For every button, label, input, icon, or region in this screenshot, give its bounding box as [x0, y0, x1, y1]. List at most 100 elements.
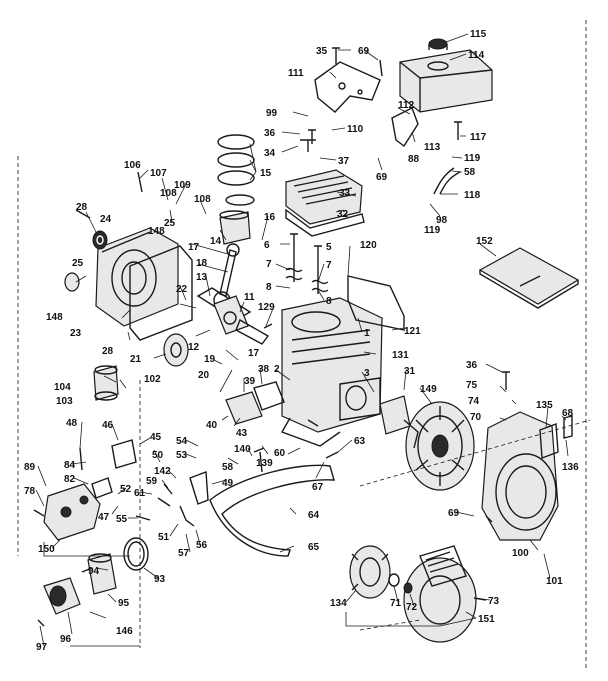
crankcase-cover	[95, 227, 179, 327]
blower-shroud-plate	[209, 464, 335, 557]
label-75: 75	[466, 380, 478, 391]
label-45: 45	[150, 432, 162, 443]
label-89: 89	[24, 462, 36, 473]
label-94: 94	[88, 566, 100, 577]
cylinder-head	[285, 169, 365, 237]
fuel-tank	[399, 38, 493, 113]
label-16: 16	[264, 212, 276, 223]
label-55: 55	[116, 514, 128, 525]
cover-gasket	[129, 245, 193, 341]
label-97: 97	[36, 642, 48, 653]
label-37-top: 37	[338, 156, 350, 167]
intake-manifold	[225, 381, 285, 425]
label-18: 18	[196, 258, 208, 269]
label-36-right: 36	[466, 360, 478, 371]
label-25-lower: 25	[72, 258, 84, 269]
label-151: 151	[478, 614, 495, 625]
label-36-top: 36	[264, 128, 276, 139]
fasteners	[37, 47, 510, 627]
crankshaft	[196, 287, 270, 345]
label-64: 64	[308, 510, 320, 521]
label-50: 50	[152, 450, 164, 461]
label-68: 68	[562, 408, 574, 419]
label-57: 57	[178, 548, 190, 559]
label-96: 96	[60, 634, 72, 645]
label-60: 60	[274, 448, 286, 459]
label-58-top: 58	[464, 167, 476, 178]
label-121: 121	[404, 326, 421, 337]
label-39: 39	[244, 376, 256, 387]
label-69-right: 69	[448, 508, 460, 519]
label-31: 31	[404, 366, 416, 377]
label-104: 104	[54, 382, 71, 393]
label-119-upper: 119	[464, 153, 481, 164]
label-24: 24	[100, 214, 112, 225]
label-7-left: 7	[266, 259, 272, 270]
label-54: 54	[176, 436, 188, 447]
label-40: 40	[206, 420, 218, 431]
piston	[219, 210, 251, 245]
label-120: 120	[360, 240, 377, 251]
label-150: 150	[38, 544, 55, 555]
label-21: 21	[130, 354, 142, 365]
label-58-mid: 58	[222, 462, 234, 473]
ignition-coil	[379, 395, 419, 449]
fuel-line	[433, 167, 461, 195]
label-110: 110	[347, 124, 364, 135]
label-49: 49	[222, 478, 234, 489]
governor-levers	[157, 471, 209, 527]
label-71: 71	[390, 598, 402, 609]
label-131: 131	[392, 350, 409, 361]
label-23: 23	[70, 328, 82, 339]
label-59: 59	[146, 476, 158, 487]
starter-washers	[388, 573, 413, 594]
label-69-mid: 69	[376, 172, 388, 183]
piston-rings	[217, 134, 255, 206]
label-70: 70	[470, 412, 482, 423]
label-74: 74	[468, 396, 480, 407]
label-63: 63	[354, 436, 366, 447]
label-111: 111	[288, 68, 304, 79]
label-101: 101	[546, 576, 563, 587]
label-148-upper: 148	[148, 226, 165, 237]
label-61: 61	[134, 488, 146, 499]
fill-cap	[64, 272, 80, 292]
label-135: 135	[536, 400, 553, 411]
label-117: 117	[470, 132, 487, 143]
label-112: 112	[398, 100, 415, 111]
label-5: 5	[326, 242, 332, 253]
label-38: 38	[258, 364, 270, 375]
engine-block	[280, 297, 383, 447]
label-3: 3	[364, 368, 370, 379]
label-32: 32	[337, 209, 349, 220]
label-134: 134	[330, 598, 347, 609]
label-46: 46	[102, 420, 114, 431]
label-148-lower: 148	[46, 312, 63, 323]
label-47: 47	[98, 512, 110, 523]
label-146: 146	[116, 626, 133, 637]
air-cleaner	[43, 537, 149, 615]
label-107: 107	[150, 168, 167, 179]
label-100: 100	[512, 548, 529, 559]
label-95: 95	[118, 598, 130, 609]
label-28-lower: 28	[102, 346, 114, 357]
label-48: 48	[66, 418, 78, 429]
label-149: 149	[420, 384, 437, 395]
label-67: 67	[312, 482, 324, 493]
label-22: 22	[176, 284, 188, 295]
label-34: 34	[264, 148, 276, 159]
label-13: 13	[196, 272, 208, 283]
label-93: 93	[154, 574, 166, 585]
throttle-parts	[91, 439, 137, 499]
label-28-top: 28	[76, 202, 88, 213]
label-51: 51	[158, 532, 170, 543]
label-152: 152	[476, 236, 493, 247]
label-78: 78	[24, 486, 36, 497]
label-108-right: 108	[194, 194, 211, 205]
group-brackets	[17, 20, 591, 670]
label-118: 118	[464, 190, 481, 201]
label-11: 11	[244, 292, 255, 303]
label-14: 14	[210, 236, 222, 247]
label-8-right: 8	[326, 296, 332, 307]
owners-manual	[478, 247, 580, 309]
